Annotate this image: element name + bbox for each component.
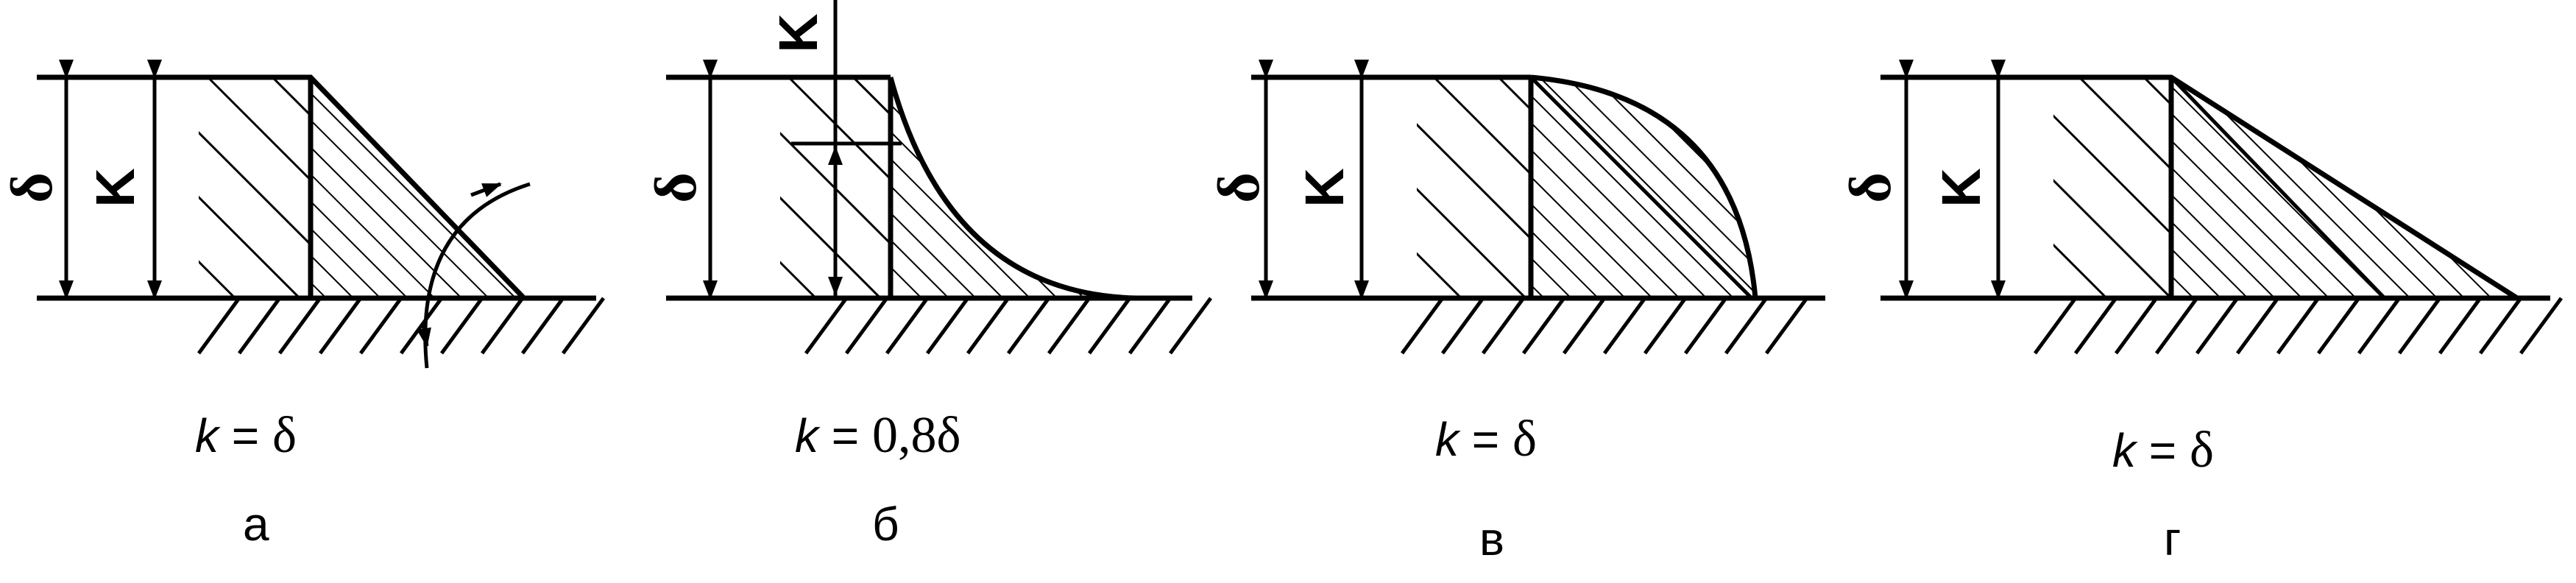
formula-b: k = 0,8δ [795,409,960,462]
formula-variable: k [795,409,818,462]
caption-g: г [2164,512,2182,565]
caption-a: а [243,498,269,551]
formula-value: 0,8δ [871,407,961,464]
ground-hatch [197,297,606,355]
formula-value: δ [2189,422,2214,478]
k-label: K [85,168,146,207]
k-label: K [1294,168,1355,207]
formula-equals: = [1459,413,1512,466]
plate-section [199,77,311,298]
panel-b: δ K [644,0,1213,355]
panel-a: δ K [0,60,606,369]
formula-value: δ [1512,411,1537,467]
k-label: K [1931,168,1992,207]
formula-g: k = δ [2112,424,2214,477]
caption-b: б [872,498,899,551]
plate-section [2053,77,2171,298]
formula-equals: = [219,409,272,462]
weld-outline [1530,74,1758,299]
delta-label: δ [1839,172,1903,203]
caption-v: в [1479,512,1504,565]
formula-variable: k [2112,424,2136,477]
formula-value: δ [272,407,297,464]
formula-a: k = δ [195,409,297,462]
formula-variable: k [195,409,219,462]
delta-label: δ [0,172,65,203]
delta-label: δ [644,172,709,203]
ground-hatch [2033,297,2563,355]
panel-v: δ K [1207,60,1825,355]
delta-label: δ [1207,172,1272,203]
formula-equals: = [2136,424,2190,477]
panel-g: δ K [1839,60,2563,355]
formula-variable: k [1435,413,1459,466]
formula-equals: = [818,409,872,462]
plate-section [1417,77,1531,298]
ground-hatch [1400,297,1809,355]
k-label: K [768,13,829,52]
ground-hatch [804,297,1213,355]
weld-metal [891,77,1137,298]
weld-outline [888,77,1138,301]
formula-v: k = δ [1435,413,1537,466]
